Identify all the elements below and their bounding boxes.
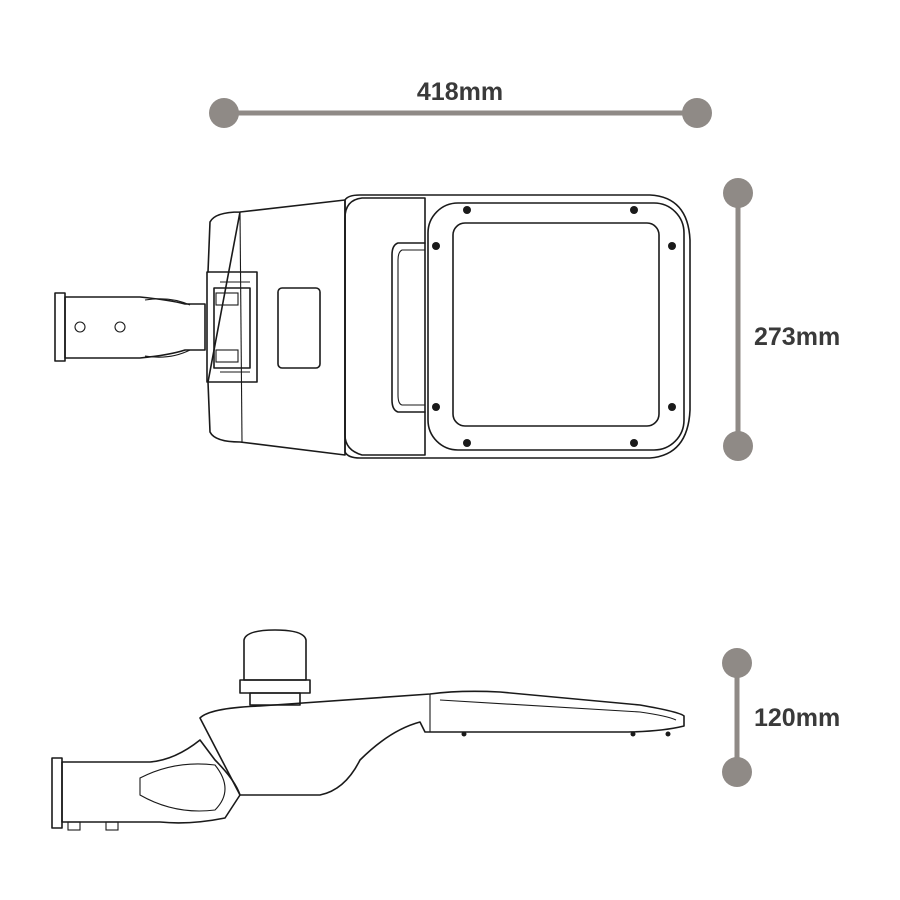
sensor-receptacle (239, 629, 311, 706)
led-lens (452, 222, 660, 427)
clamp-bracket (206, 271, 258, 383)
dimension-endpoint (722, 648, 752, 678)
dimension-endpoint (209, 98, 239, 128)
dimension-length: 418mm (209, 78, 712, 128)
dimension-endpoint (723, 178, 753, 208)
handle (391, 242, 426, 413)
dimension-height: 120mm (722, 648, 840, 787)
side-view (51, 629, 685, 831)
spigot-side (51, 739, 241, 831)
dimension-endpoint (682, 98, 712, 128)
dimension-label-width: 273mm (754, 323, 840, 351)
dimension-label-length: 418mm (417, 78, 503, 106)
label-window (277, 287, 321, 369)
dimension-width: 273mm (723, 178, 840, 461)
dimension-endpoint (722, 757, 752, 787)
frame-screws (432, 206, 676, 447)
body-profile (199, 690, 685, 796)
dimension-label-height: 120mm (754, 704, 840, 732)
mounting-spigot (54, 292, 206, 362)
driver-cover (344, 197, 426, 456)
lens-frame (427, 202, 685, 451)
main-body (344, 194, 691, 459)
rear-housing (207, 199, 346, 456)
top-view (54, 194, 691, 459)
dimension-endpoint (723, 431, 753, 461)
